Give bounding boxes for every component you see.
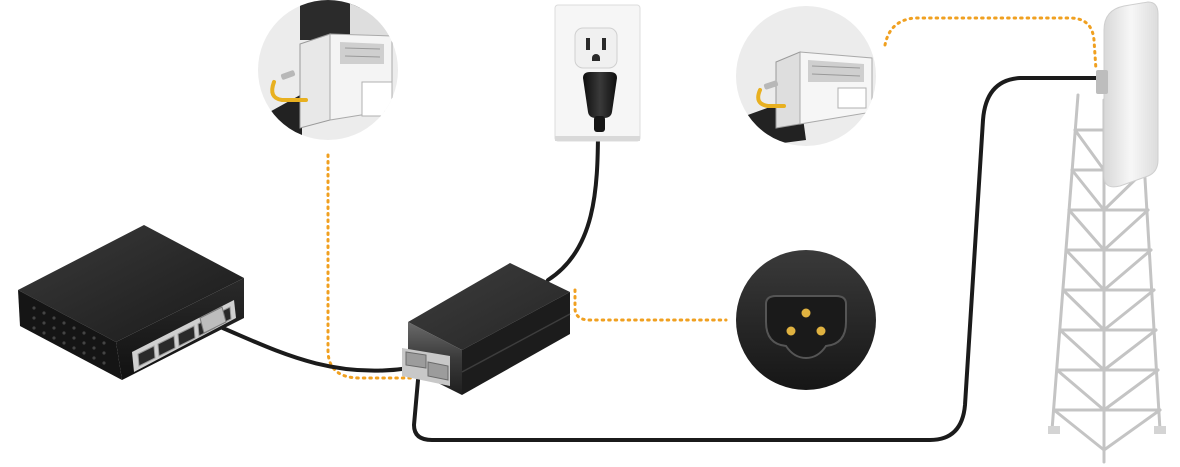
switch-port-1 [137,345,156,367]
outlet-slot-right [602,38,606,50]
switch-port-2 [157,335,176,357]
switch-rj45-plug [199,306,227,334]
switch-port-3 [177,325,196,347]
switch-top [18,225,244,342]
wireless-radio [1096,1,1159,188]
cables [216,76,1102,442]
poe-top [408,263,570,350]
outlet-socket [574,27,618,69]
cable-poe-to-radio [411,76,1102,442]
cable-outlet-to-poe [546,126,600,282]
power-inlet-detail [736,250,876,390]
inlet-pin-top [801,308,811,318]
ground-wire-left [270,80,308,102]
cable-switch-to-poe [216,324,412,373]
inlet-pin-left [786,326,796,336]
inlet-socket [765,295,847,360]
outlet-power-plug [583,72,617,118]
wall-outlet [554,4,641,142]
poe-seam [461,313,571,373]
rj45-ground-detail-left [258,0,398,140]
ground-wire-right [756,88,786,108]
outlet-plug-strain-relief [594,116,605,132]
radio-bracket [1096,70,1108,94]
poe-port-1 [405,351,427,369]
callout-line-left-detail [326,153,414,380]
poe-adapter [402,263,571,395]
outlet-plate-shadow [555,136,640,141]
outlet-ground-hole [592,54,600,61]
poe-port-2 [427,361,449,381]
inlet-pin-right [816,326,826,336]
outlet-slot-left [586,38,590,50]
switch-vents [32,306,106,365]
rj45-ground-detail-right [736,6,876,146]
callout-lines [326,16,1098,380]
callout-line-inlet [573,288,728,322]
callout-line-right-detail [883,16,1098,72]
radio-body [1103,1,1159,188]
network-switch [18,225,244,380]
